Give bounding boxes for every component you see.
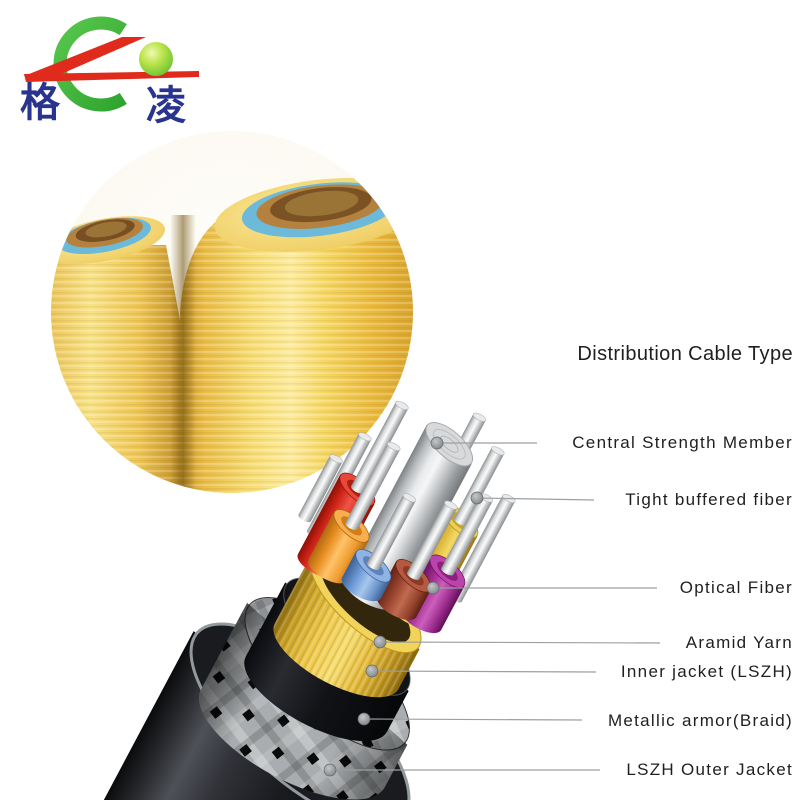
logo-red-swoosh [24,37,146,78]
leader-dot-inner-jacket [365,664,379,678]
callout-tight-buffered-fiber: Tight buffered fiber [625,490,793,509]
callout-aramid-yarn: Aramid Yarn [685,633,793,652]
leader-line-inner-jacket [371,670,597,673]
callout-metallic-armor: Metallic armor(Braid) [607,711,793,730]
leader-dot-metallic-armor [357,712,371,726]
callout-optical-fiber: Optical Fiber [679,578,793,597]
leader-line-aramid-yarn [379,641,661,644]
leader-dot-outer-jacket [323,763,337,777]
leader-dot-central-strength-member [430,436,444,450]
leader-dot-aramid-yarn [373,635,387,649]
logo-character-left: 格 [20,80,61,126]
figure-title: Distribution Cable Type [577,343,793,365]
leader-dots [323,436,484,777]
spool-crease-shadow [170,215,196,493]
callout-inner-jacket: Inner jacket (LSZH) [620,662,793,681]
leader-dot-tight-buffered-fiber [470,491,484,505]
leader-lines [330,442,661,771]
leader-line-tight-buffered-fiber [476,497,595,501]
company-logo: 格 凌 [20,16,199,126]
buffered-fiber-blue [341,493,417,602]
leader-dot-optical-fiber [426,581,440,595]
callout-central-strength-member: Central Strength Member [572,433,793,452]
aramid-yarn-spools-photo [51,131,413,493]
callout-lszh-outer-jacket: LSZH Outer Jacket [626,760,793,779]
logo-character-right: 凌 [146,83,186,126]
logo-green-ball [139,42,173,76]
leader-line-metallic-armor [363,718,583,721]
